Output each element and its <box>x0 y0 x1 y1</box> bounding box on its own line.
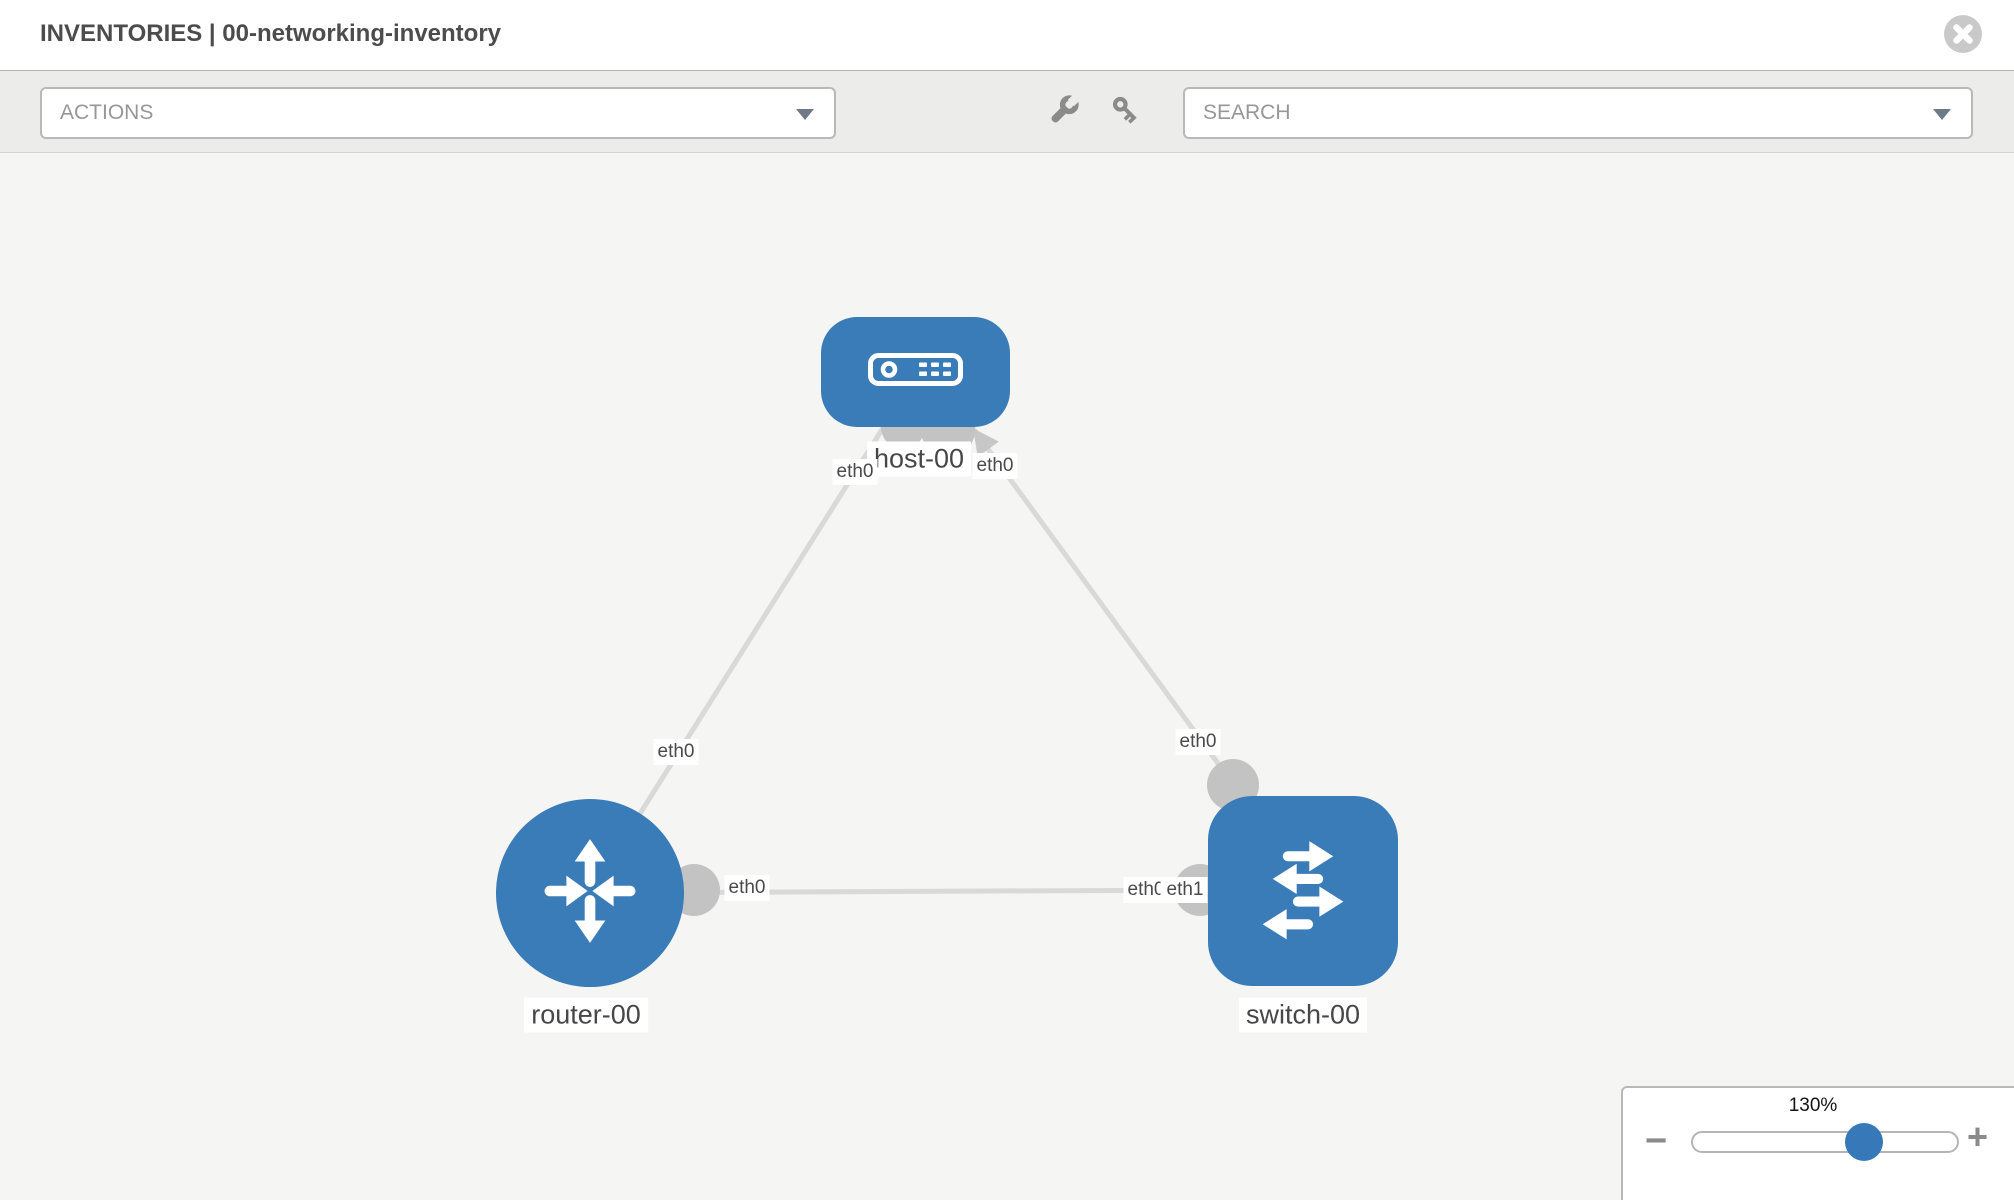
interface-label-router-eth0: eth0 <box>653 739 699 765</box>
topology-canvas[interactable] <box>0 153 2014 1200</box>
zoom-panel: 130% − + <box>1621 1086 2014 1200</box>
actions-dropdown-label: ACTIONS <box>60 101 154 124</box>
node-router-00[interactable] <box>496 799 684 987</box>
node-label-host-00: host-00 <box>866 441 972 477</box>
chevron-down-icon <box>1933 109 1951 120</box>
interface-label-host-eth0: eth0 <box>832 459 878 485</box>
page-title: INVENTORIES | 00-networking-inventory <box>40 20 502 47</box>
node-label-router-00: router-00 <box>524 997 648 1033</box>
header: INVENTORIES | 00-networking-inventory <box>0 0 2014 70</box>
link-arrowhead-icon <box>973 428 999 457</box>
wrench-icon <box>1042 92 1084 135</box>
interface-label-host-eth0: eth0 <box>972 453 1018 479</box>
server-icon <box>868 353 963 391</box>
zoom-out-button[interactable]: − <box>1645 1120 1668 1162</box>
node-label-switch-00: switch-00 <box>1238 997 1368 1033</box>
router-arrows-icon <box>531 832 649 955</box>
zoom-level-value: 130% <box>1788 1095 1838 1116</box>
interface-label-switch-eth0: eth0 <box>1175 729 1221 755</box>
zoom-in-button[interactable]: + <box>1967 1116 1989 1157</box>
zoom-slider-track[interactable] <box>1691 1123 1959 1161</box>
close-button[interactable] <box>1944 15 1982 53</box>
switch-arrows-icon <box>1240 826 1366 957</box>
search-dropdown[interactable]: SEARCH <box>1183 87 1973 139</box>
chevron-down-icon <box>796 109 814 120</box>
toolbar: ACTIONS <box>0 70 2014 153</box>
key-button[interactable] <box>1102 81 1152 143</box>
actions-dropdown[interactable]: ACTIONS <box>40 87 836 139</box>
close-icon <box>1944 15 1982 53</box>
zoom-slider-thumb[interactable] <box>1845 1123 1883 1161</box>
key-icon <box>1107 96 1147 134</box>
node-switch-00[interactable] <box>1208 796 1398 986</box>
node-host-00[interactable] <box>821 317 1010 427</box>
interface-label-switch-eth1: eth1 <box>1160 877 1208 903</box>
wrench-button[interactable] <box>1038 81 1088 143</box>
search-dropdown-label: SEARCH <box>1203 101 1291 124</box>
interface-label-router-eth0: eth0 <box>724 875 770 901</box>
